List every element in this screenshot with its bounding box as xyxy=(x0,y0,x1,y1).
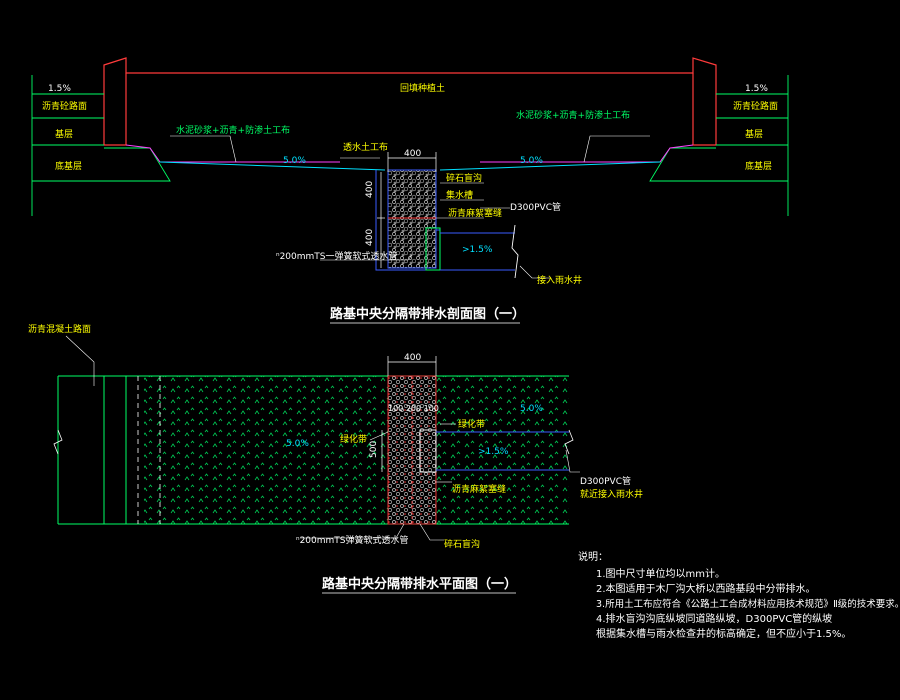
plan-outline xyxy=(57,375,569,525)
plan-break-left xyxy=(53,429,63,455)
plan-dashed-lines xyxy=(137,376,161,524)
plan-slope-right: 5.0% xyxy=(520,404,543,414)
section-leaders xyxy=(170,135,650,279)
section-view: 1.5% 沥青砼路面 基层 底基层 1.5% 沥青砼路面 基层 底基层 回填种植… xyxy=(31,57,789,324)
depth-dim-b: 400 xyxy=(365,229,375,246)
note-line-5: 根据集水槽与雨水检查井的标高确定，但不应小于1.5%。 xyxy=(596,627,851,640)
plan-plant-left: 绿化带 xyxy=(340,433,367,445)
section-title: 路基中央分隔带排水剖面图（一） xyxy=(330,306,525,322)
right-slope-label: 1.5% xyxy=(745,84,768,94)
right-curb xyxy=(692,73,717,146)
notes-heading: 说明： xyxy=(578,550,608,563)
plan-pvc-label: D300PVC管 xyxy=(580,475,631,487)
left-slope-label: 1.5% xyxy=(48,84,71,94)
right-layer-3: 底基层 xyxy=(745,160,772,172)
ground-line-left xyxy=(159,161,386,171)
plan-view: 沥青混凝土路面 400 5.0% 5.0% 绿化带 绿化带 100 200 10… xyxy=(28,323,643,594)
note-line-4: 4.排水盲沟沟底纵坡同道路纵坡，D300PVC管的纵坡 xyxy=(596,612,832,625)
left-membrane-label: 水泥砂浆+沥青+防渗土工布 xyxy=(176,124,290,136)
plan-plant-right: 绿化带 xyxy=(458,418,485,430)
left-curb xyxy=(103,73,127,146)
note-line-3: 3.所用土工布应符合《公路土工合成材料应用技术规范》Ⅱ级的技术要求。 xyxy=(596,598,900,610)
right-pavement-layers xyxy=(649,75,789,216)
top-fill-label: 回填种植土 xyxy=(400,82,445,94)
left-membrane-line xyxy=(125,144,340,163)
plan-pipe-note: ⁿ200mmTS弹簧软式透水管 xyxy=(296,534,409,546)
plan-leaders xyxy=(65,335,580,541)
plan-dims: 100 200 100 xyxy=(388,404,439,413)
right-membrane-label: 水泥砂浆+沥青+防渗土工布 xyxy=(516,109,630,121)
plan-gravel-strip xyxy=(387,375,437,525)
right-layer-1: 沥青砼路面 xyxy=(733,100,778,112)
slope-left-label: 5.0% xyxy=(283,156,306,166)
slope-right-label: 5.0% xyxy=(520,156,543,166)
collector-label: 集水槽 xyxy=(446,189,473,201)
pvc-label: D300PVC管 xyxy=(510,201,561,213)
gravel-label: 碎石盲沟 xyxy=(446,172,482,184)
right-membrane-line xyxy=(480,144,694,163)
depth-dim-a: 400 xyxy=(365,181,375,198)
pipe-break xyxy=(511,224,519,279)
plan-dim-width xyxy=(387,356,437,376)
left-layer-1: 沥青砼路面 xyxy=(42,100,87,112)
pipe-slope-label: >1.5% xyxy=(462,245,493,255)
plan-break-right xyxy=(564,429,574,455)
left-layer-2: 基层 xyxy=(55,128,73,140)
plan-green-area xyxy=(144,376,569,524)
pipe-note-section: ⁿ200mmTS一弹簧软式透水管 xyxy=(276,250,398,262)
ground-line-right xyxy=(439,161,661,171)
collector-box xyxy=(425,227,441,271)
plan-pipe-slope: >1.5% xyxy=(478,447,509,457)
plan-inlet-label: 就近接入雨水井 xyxy=(580,488,643,500)
plan-road-label: 沥青混凝土路面 xyxy=(28,323,91,335)
right-layer-2: 基层 xyxy=(745,128,763,140)
width-dim-label: 400 xyxy=(404,149,421,159)
left-pavement-layers xyxy=(31,75,171,216)
geotextile-label: 透水土工布 xyxy=(343,141,388,153)
note-line-2: 2.本图适用于木厂沟大桥以西路基段中分带排水。 xyxy=(596,582,816,595)
left-layer-3: 底基层 xyxy=(55,160,82,172)
gravel-trench xyxy=(387,169,437,269)
inlet-label: 接入雨水井 xyxy=(537,274,582,286)
note-line-1: 1.图中尺寸单位均以mm计。 xyxy=(596,567,725,580)
dim-depth-section xyxy=(377,172,385,268)
plan-collector xyxy=(419,429,437,473)
dim-width-section xyxy=(387,152,437,172)
plan-dim-v-label: 500 xyxy=(369,441,379,458)
plan-title: 路基中央分隔带排水平面图（一） xyxy=(322,576,517,592)
median-top-outline xyxy=(103,57,717,74)
seal-label: 沥青麻絮塞缝 xyxy=(448,207,502,219)
plan-slope-left: 5.0% xyxy=(286,439,309,449)
plan-gravel-label: 碎石盲沟 xyxy=(444,538,480,550)
plan-seal-label: 沥青麻絮塞缝 xyxy=(452,483,506,495)
plan-width-label: 400 xyxy=(404,353,421,363)
notes-block: 说明： 1.图中尺寸单位均以mm计。 2.本图适用于木厂沟大桥以西路基段中分带排… xyxy=(578,550,900,640)
